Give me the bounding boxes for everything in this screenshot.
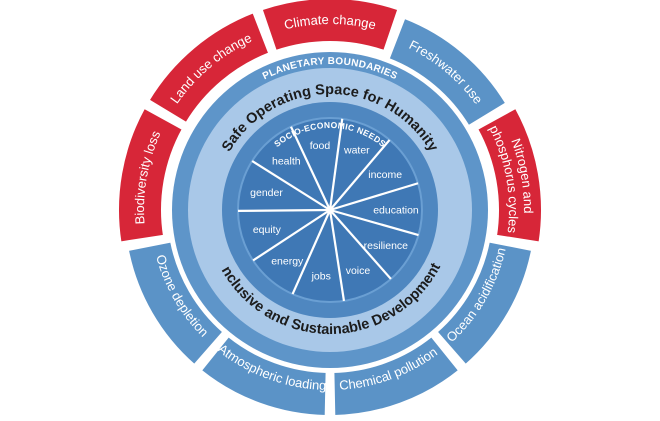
needs-labels: waterincomeeducationresiliencevoicejobse… (250, 140, 419, 283)
need-spoke (329, 182, 419, 212)
need-label: income (368, 169, 402, 181)
need-spoke (291, 209, 332, 295)
need-label: food (310, 140, 331, 152)
need-spoke (289, 126, 331, 211)
need-spoke (252, 209, 331, 262)
boundary-segment (117, 106, 185, 244)
need-label: energy (271, 255, 304, 267)
boundary-segment (260, 0, 400, 53)
boundary-segment (332, 334, 461, 417)
boundary-segment (199, 334, 328, 417)
boundary-segment (387, 16, 508, 128)
need-label: education (373, 204, 419, 216)
need-spoke (329, 139, 391, 211)
boundary-segment (147, 11, 271, 125)
needs-spokes (237, 118, 419, 302)
need-spoke (237, 208, 331, 212)
need-label: water (343, 145, 370, 157)
need-label: equity (253, 224, 282, 236)
need-spoke (328, 118, 344, 211)
boundary-segment (126, 240, 225, 367)
boundary-segment (435, 240, 534, 367)
need-spoke (329, 209, 392, 280)
boundary-label: Climate change (283, 12, 378, 32)
need-label: voice (346, 265, 371, 277)
need-spoke (329, 208, 419, 237)
boundary-segment (475, 106, 543, 244)
need-label: health (272, 156, 301, 168)
need-spoke (328, 209, 346, 302)
need-label: jobs (311, 270, 331, 282)
need-spoke (251, 160, 331, 211)
need-label: gender (250, 187, 283, 199)
need-label: resilience (364, 240, 409, 252)
